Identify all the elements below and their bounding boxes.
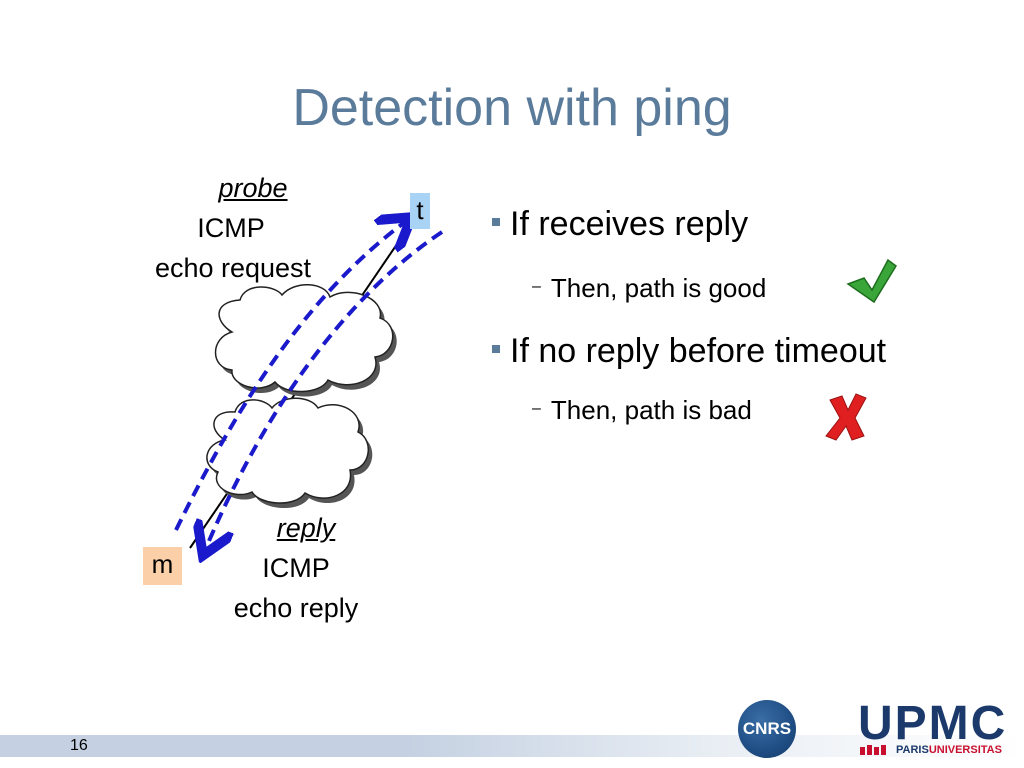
dash-icon: – bbox=[532, 400, 541, 418]
logo-universitas-text: UNIVERSITAS bbox=[928, 744, 1002, 756]
sub-bullet-item: –Then, path is bad bbox=[532, 395, 752, 426]
dash-icon: – bbox=[532, 278, 541, 296]
sub-bullet-text: Then, path is bad bbox=[550, 395, 752, 425]
cloud-icon-upper bbox=[214, 283, 397, 397]
reply-type: echo reply bbox=[233, 593, 359, 623]
paris-universitas-logo: PARISUNIVERSITAS bbox=[896, 744, 1002, 756]
logo-paris-text: PARIS bbox=[896, 744, 929, 756]
reply-arrow bbox=[206, 230, 444, 548]
reply-label: reply ICMP echo reply bbox=[216, 508, 376, 628]
bullet-square-icon bbox=[492, 345, 500, 354]
upmc-logo: UPMC bbox=[858, 697, 1008, 750]
bullet-text: If no reply before timeout bbox=[510, 332, 887, 370]
probe-type: echo request bbox=[154, 253, 312, 283]
reply-title: reply bbox=[276, 513, 336, 543]
x-mark-icon bbox=[825, 393, 867, 441]
bullet-item: If receives reply bbox=[492, 205, 748, 244]
check-mark-icon bbox=[846, 258, 897, 304]
bullet-text: If receives reply bbox=[510, 205, 749, 243]
probe-label: probe ICMP echo request bbox=[133, 168, 333, 288]
probe-protocol: ICMP bbox=[197, 213, 265, 243]
sub-bullet-item: –Then, path is good bbox=[532, 273, 766, 304]
bullet-square-icon bbox=[492, 218, 500, 227]
probe-title: probe bbox=[218, 173, 288, 203]
upmc-bars-icon bbox=[860, 745, 886, 755]
page-number: 16 bbox=[70, 737, 88, 754]
slide-title: Detection with ping bbox=[292, 79, 732, 137]
cloud-icon-lower bbox=[206, 397, 373, 509]
sub-bullet-text: Then, path is good bbox=[550, 273, 767, 303]
cnrs-logo: CNRS bbox=[738, 700, 796, 758]
reply-protocol: ICMP bbox=[262, 553, 330, 583]
probe-arrow bbox=[174, 222, 405, 531]
bullet-item: If no reply before timeout bbox=[492, 332, 886, 371]
node-m: m bbox=[143, 547, 182, 585]
node-t: t bbox=[410, 193, 430, 229]
